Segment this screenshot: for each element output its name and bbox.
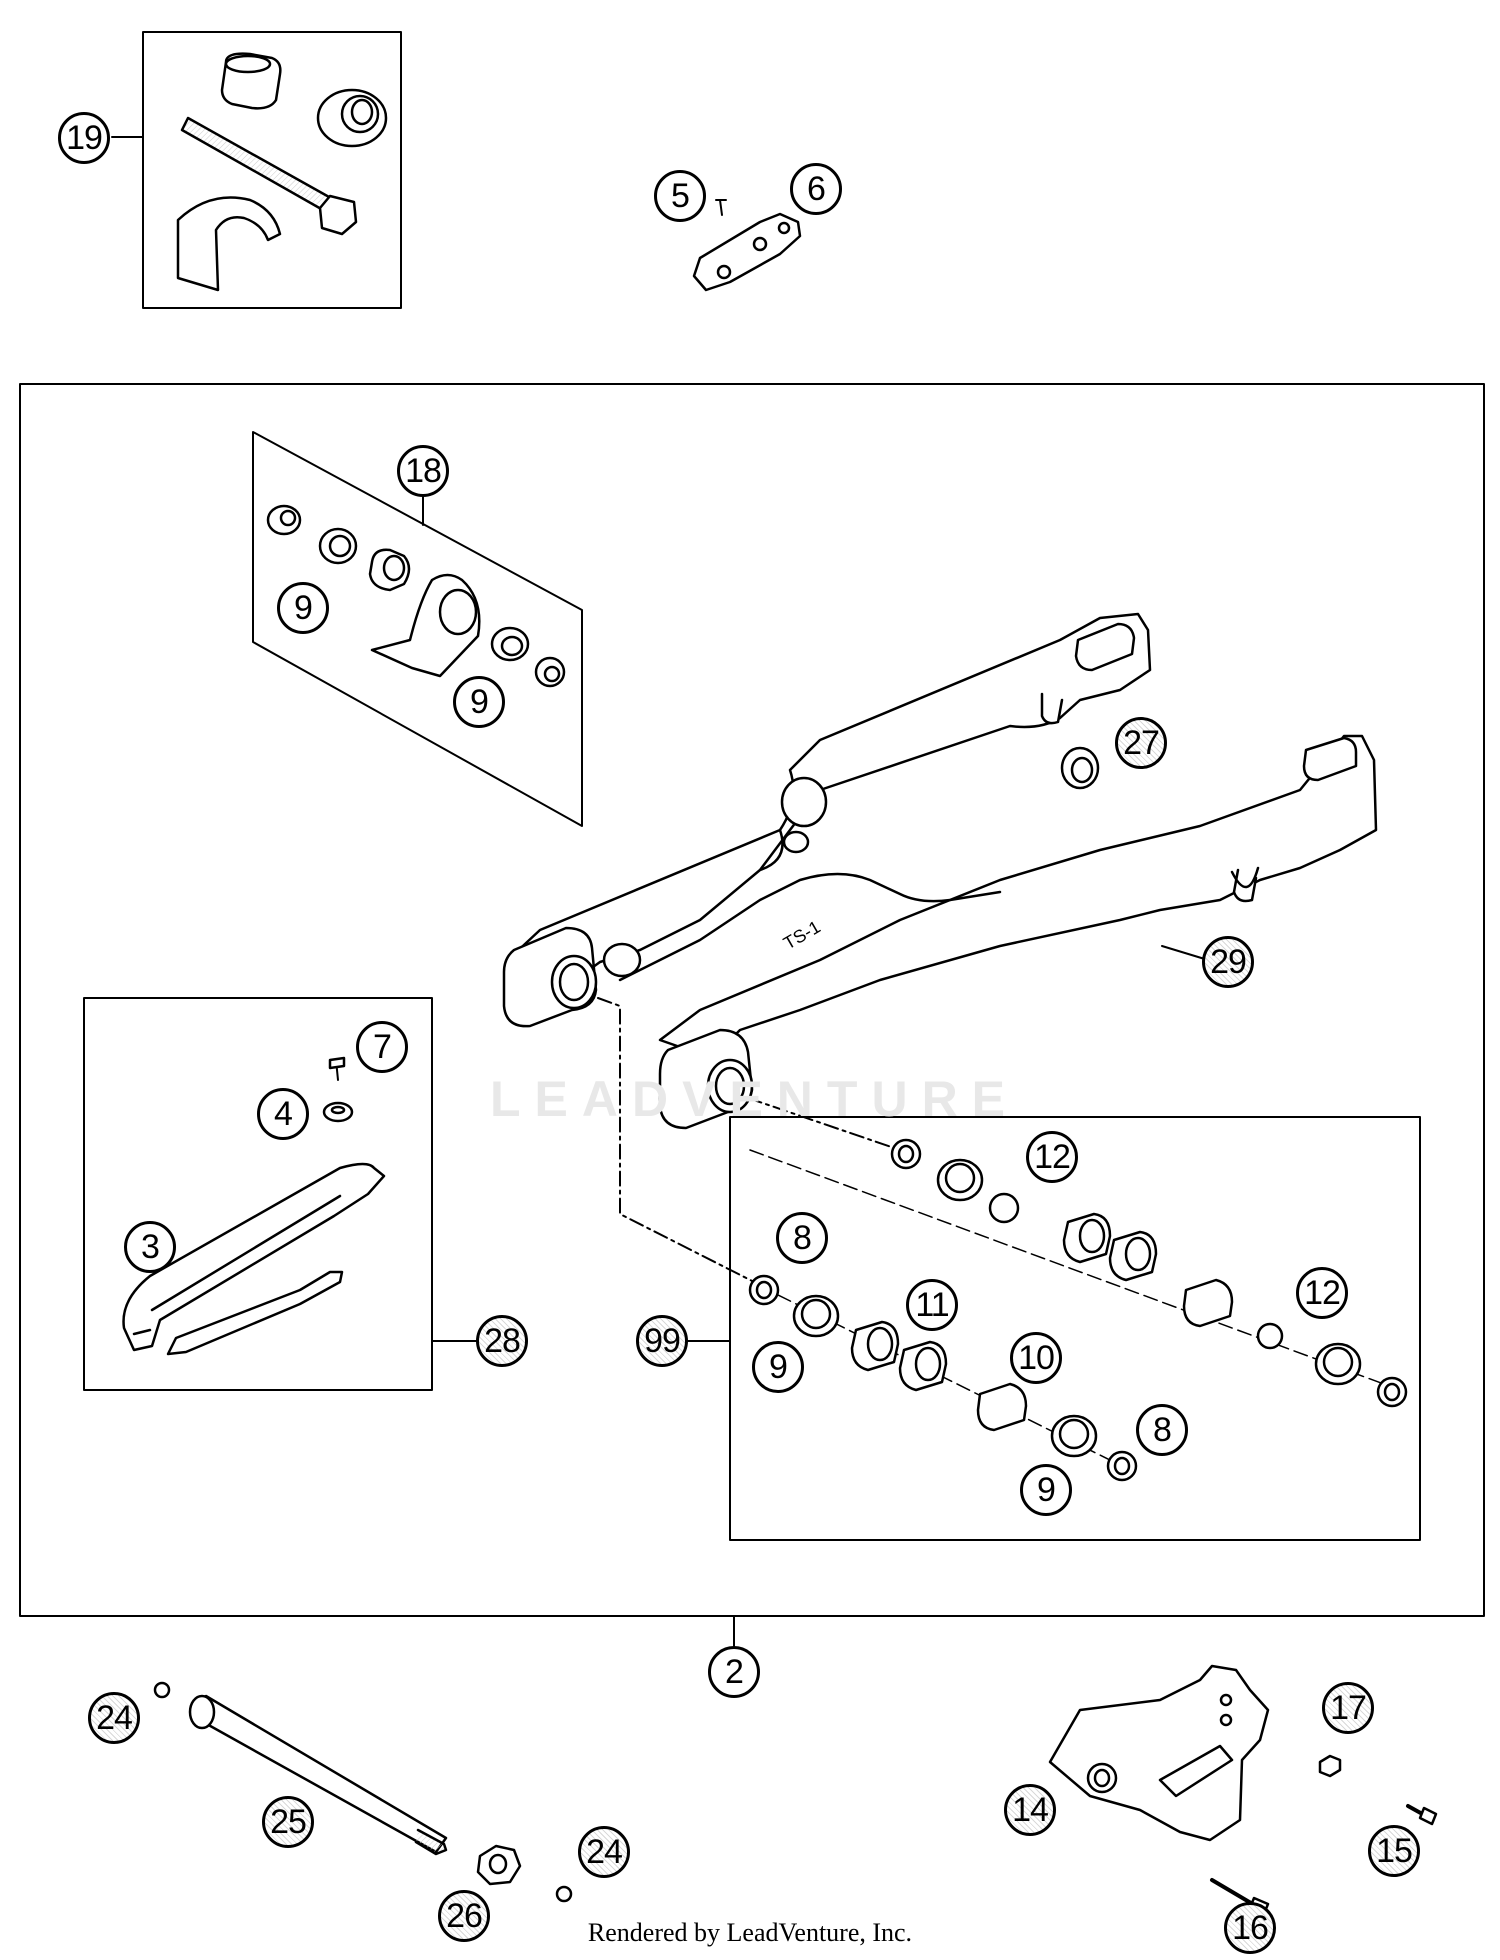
chain-guide-3-part <box>122 1162 386 1356</box>
callout-part-7[interactable]: 7 <box>356 1021 408 1073</box>
bearing-27-part <box>1060 746 1100 790</box>
screw-15-part <box>1406 1804 1438 1826</box>
watermark: LEADVENTURE <box>490 1071 1020 1127</box>
callout-part-8[interactable]: 8 <box>776 1212 828 1264</box>
callout-part-3[interactable]: 3 <box>124 1221 176 1273</box>
kit-99-lower-row <box>748 1274 1138 1482</box>
kit-28-box <box>83 997 433 1391</box>
callout-part-25[interactable]: 25 <box>262 1796 314 1848</box>
callout-part-18[interactable]: 18 <box>397 445 449 497</box>
callout-part-12[interactable]: 12 <box>1026 1131 1078 1183</box>
swingarm-assembly-frame <box>19 383 1485 1617</box>
bolt-part <box>180 116 358 236</box>
kit-18-box <box>252 431 583 827</box>
kit-18-parts <box>266 504 566 688</box>
callout-part-11[interactable]: 11 <box>906 1279 958 1331</box>
callout-part-4[interactable]: 4 <box>257 1088 309 1140</box>
callout-part-2[interactable]: 2 <box>708 1646 760 1698</box>
nut-17-part <box>1318 1754 1342 1778</box>
footer-credit: Rendered by LeadVenture, Inc. <box>587 1918 913 1947</box>
callout-part-12[interactable]: 12 <box>1296 1267 1348 1319</box>
bushing-part <box>220 52 282 110</box>
kit-19-box <box>142 31 402 309</box>
chain-slider-bracket <box>692 199 802 292</box>
callout-part-24[interactable]: 24 <box>578 1826 630 1878</box>
callout-part-28[interactable]: 28 <box>476 1315 528 1367</box>
callout-part-6[interactable]: 6 <box>790 163 842 215</box>
washer-24-part <box>555 1885 573 1903</box>
callout-part-19[interactable]: 19 <box>58 112 110 164</box>
callout-part-16[interactable]: 16 <box>1224 1902 1276 1954</box>
callout-part-8[interactable]: 8 <box>1136 1404 1188 1456</box>
screw-7-part <box>328 1056 346 1081</box>
callout-part-14[interactable]: 14 <box>1004 1784 1056 1836</box>
callout-part-9[interactable]: 9 <box>1020 1464 1072 1516</box>
pivot-shaft-25-part <box>153 1681 448 1856</box>
callout-part-27[interactable]: 27 <box>1115 717 1167 769</box>
callout-part-17[interactable]: 17 <box>1322 1682 1374 1734</box>
callout-part-99[interactable]: 99 <box>636 1315 688 1367</box>
callout-part-29[interactable]: 29 <box>1202 936 1254 988</box>
swingarm-body: TS-1 <box>502 612 1378 1130</box>
nut-26-part <box>476 1844 522 1886</box>
chain-guide-14-part <box>1048 1664 1270 1842</box>
callout-part-9[interactable]: 9 <box>752 1341 804 1393</box>
callout-part-5[interactable]: 5 <box>654 170 706 222</box>
callout-part-9[interactable]: 9 <box>453 676 505 728</box>
callout-part-9[interactable]: 9 <box>277 582 329 634</box>
washer-4-part <box>322 1101 354 1123</box>
callout-part-26[interactable]: 26 <box>438 1890 490 1942</box>
kit-99-box <box>729 1116 1421 1541</box>
kit-99-upper-row <box>749 1138 1408 1408</box>
sleeve-part <box>176 196 282 292</box>
callout-part-10[interactable]: 10 <box>1010 1332 1062 1384</box>
callout-part-15[interactable]: 15 <box>1368 1825 1420 1877</box>
bearing-ring-part <box>316 88 388 148</box>
svg-text:TS-1: TS-1 <box>780 917 824 954</box>
callout-part-24[interactable]: 24 <box>88 1692 140 1744</box>
